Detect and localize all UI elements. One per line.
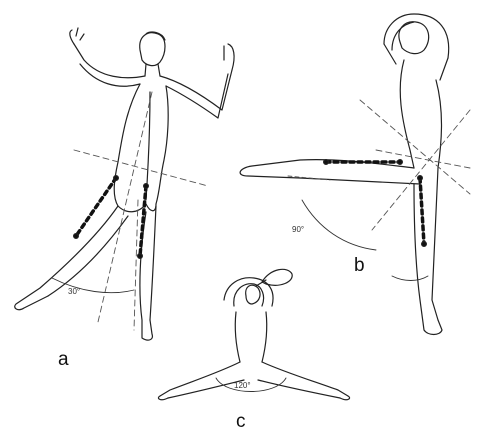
panel-c-label: c	[236, 412, 246, 431]
panel-a-angle-label: 30°	[68, 287, 80, 296]
panel-b-label: b	[354, 256, 365, 275]
panel-a-figure	[15, 28, 234, 340]
panel-c-figure	[158, 269, 349, 399]
panel-a-label: a	[58, 350, 69, 369]
panel-b-figure	[240, 14, 470, 335]
panel-c-angle-label: 120°	[234, 381, 251, 390]
panel-b-angle-label: 90°	[292, 225, 304, 234]
